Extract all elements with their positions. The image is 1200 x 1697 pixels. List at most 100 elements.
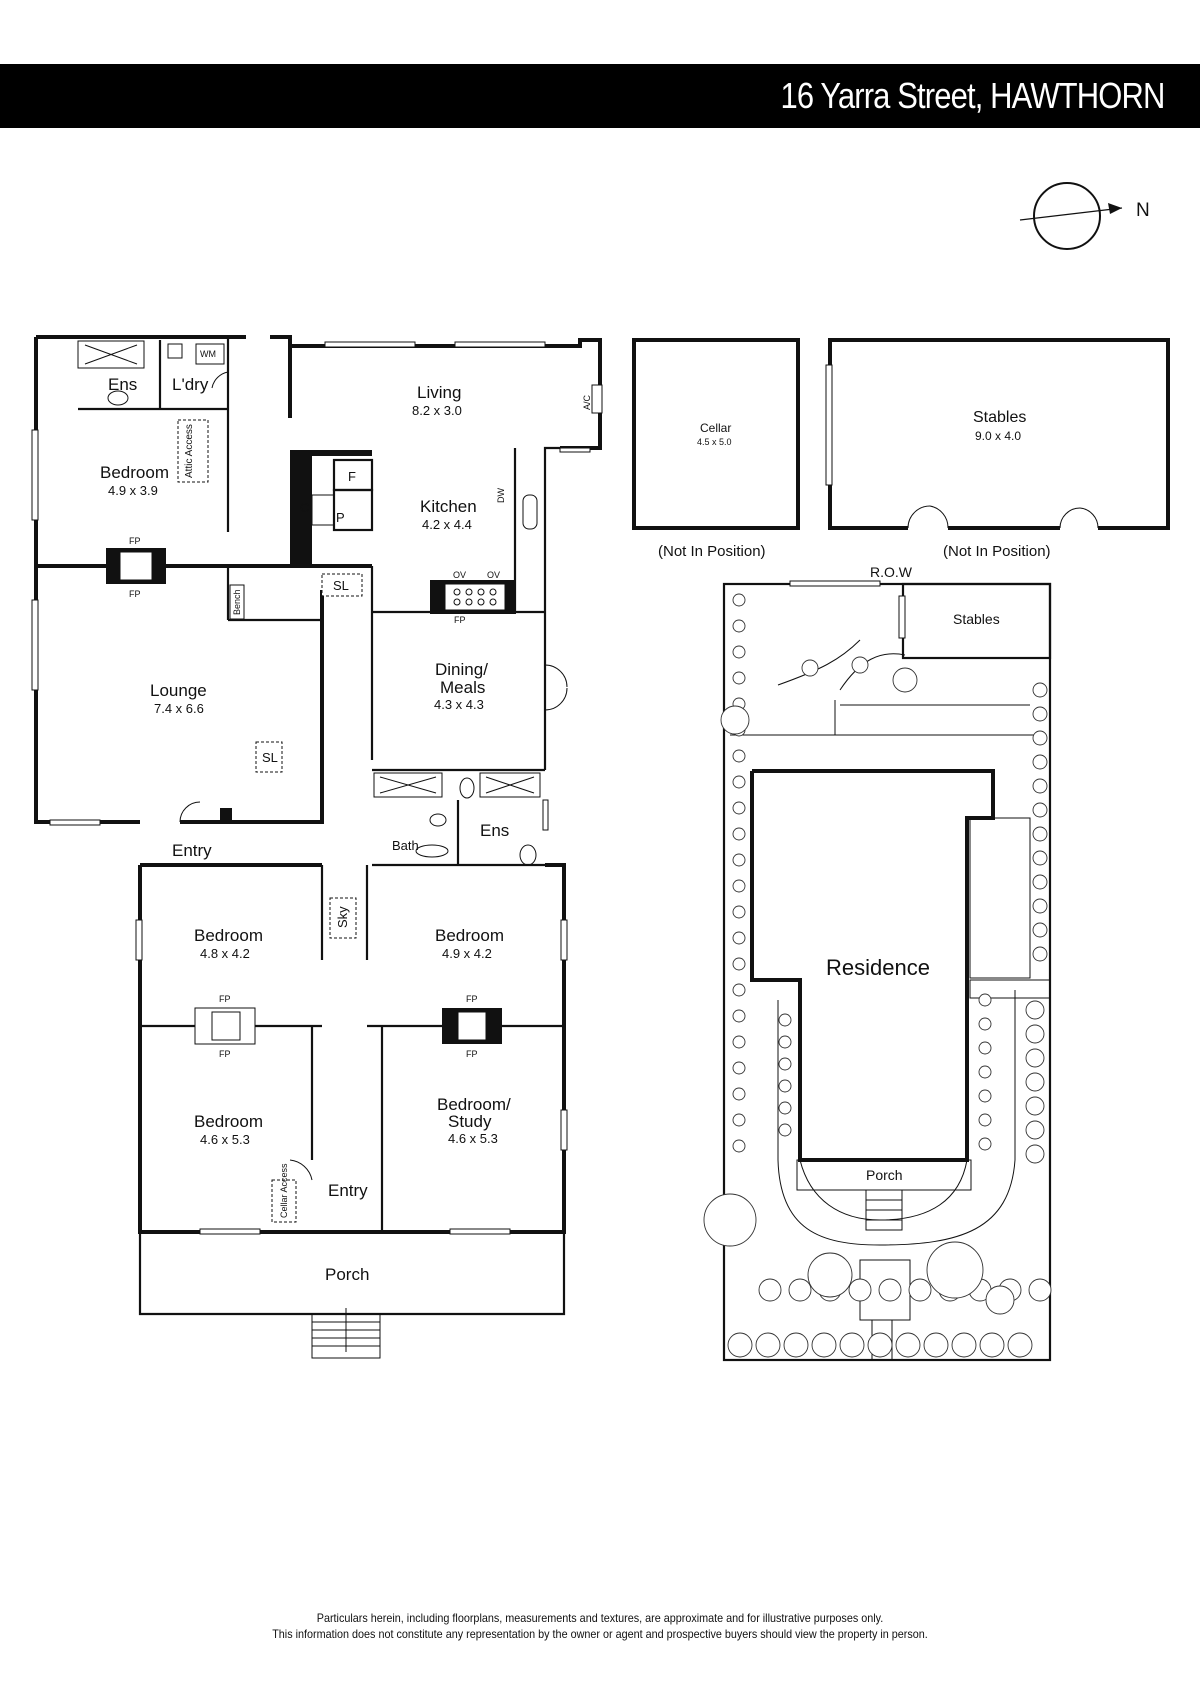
tree-icon xyxy=(732,879,746,893)
tree-icon xyxy=(811,1332,837,1358)
sl2-label: SL xyxy=(262,750,278,765)
tree-icon xyxy=(755,1332,781,1358)
tree-icon xyxy=(979,1332,1005,1358)
tree-icon xyxy=(923,1332,949,1358)
bath-label: Bath xyxy=(392,838,419,853)
tree-icon xyxy=(1025,1024,1045,1044)
tree-icon xyxy=(778,1035,792,1049)
tree-icon xyxy=(926,1241,984,1299)
tree-icon xyxy=(1032,898,1048,914)
tree-icon xyxy=(978,993,992,1007)
stables-name: Stables xyxy=(973,409,1026,426)
study-dim: 4.6 x 5.3 xyxy=(448,1131,498,1146)
kitchen-name: Kitchen xyxy=(420,497,477,516)
tree-icon xyxy=(978,1017,992,1031)
cellar-note: (Not In Position) xyxy=(658,543,766,560)
laundry-label: L'dry xyxy=(172,375,209,394)
tree-icon xyxy=(732,1009,746,1023)
tree-icon xyxy=(895,1332,921,1358)
sl1-label: SL xyxy=(333,578,349,593)
property-address: 16 Yarra Street, HAWTHORN xyxy=(780,75,1165,116)
tree-icon xyxy=(732,671,746,685)
tree-icon xyxy=(951,1332,977,1358)
tree-icon xyxy=(1007,1332,1033,1358)
tree-icon xyxy=(778,1057,792,1071)
dw-label: DW xyxy=(496,488,506,503)
cellar-name: Cellar xyxy=(700,421,731,435)
cellar-dim: 4.5 x 5.0 xyxy=(697,437,732,447)
tree-icon xyxy=(732,1087,746,1101)
f-label: F xyxy=(348,469,356,484)
tree-icon xyxy=(801,659,819,677)
header-banner: 16 Yarra Street, HAWTHORN xyxy=(0,64,1200,128)
outbuildings: Cellar 4.5 x 5.0 (Not In Position) Stabl… xyxy=(632,338,1170,560)
tree-icon xyxy=(1025,1144,1045,1164)
stables-dim: 9.0 x 4.0 xyxy=(975,429,1021,443)
living-name: Living xyxy=(417,383,461,402)
study-line2: Study xyxy=(448,1112,492,1131)
tree-icon xyxy=(732,1139,746,1153)
footer-disclaimer: Particulars herein, including floorplans… xyxy=(0,1610,1200,1642)
bedroom1-dim: 4.9 x 3.9 xyxy=(108,483,158,498)
living-dim: 8.2 x 3.0 xyxy=(412,403,462,418)
fp-bed1-top: FP xyxy=(129,536,141,546)
bedroom1-name: Bedroom xyxy=(100,463,169,482)
tree-icon xyxy=(807,1252,853,1298)
fp-b2-top: FP xyxy=(219,994,231,1004)
lounge-dim: 7.4 x 6.6 xyxy=(154,701,204,716)
tree-icon xyxy=(778,1013,792,1027)
bedroom3-name: Bedroom xyxy=(435,926,504,945)
c-label: C xyxy=(300,500,309,515)
sky-label: Sky xyxy=(335,906,350,928)
tree-icon xyxy=(732,619,746,633)
tree-icon xyxy=(1032,874,1048,890)
tree-icon xyxy=(778,1101,792,1115)
compass: N xyxy=(1019,182,1150,250)
tree-icon xyxy=(778,1079,792,1093)
fp-kitchen-label: FP xyxy=(454,615,466,625)
tree-icon xyxy=(1025,1072,1045,1092)
p-label: P xyxy=(336,510,345,525)
site-porch-label: Porch xyxy=(866,1167,903,1183)
main-floorplan: A/C WM Ens L'dry Attic Access Bedroom 4.… xyxy=(31,335,603,1359)
tree-icon xyxy=(732,1113,746,1127)
tree-icon xyxy=(878,1278,902,1302)
tree-icon xyxy=(758,1278,782,1302)
entry-front-label: Entry xyxy=(328,1181,368,1200)
dining-dim: 4.3 x 4.3 xyxy=(434,697,484,712)
ov2-label: OV xyxy=(487,570,500,580)
tree-icon xyxy=(978,1065,992,1079)
tree-icon xyxy=(1032,850,1048,866)
tree-icon xyxy=(732,801,746,815)
ov1-label: OV xyxy=(453,570,466,580)
study-line1: Bedroom/ xyxy=(437,1095,511,1114)
tree-icon xyxy=(732,749,746,763)
porch-label: Porch xyxy=(325,1265,369,1284)
fp-bed1-bot: FP xyxy=(129,589,141,599)
tree-icon xyxy=(1032,802,1048,818)
tree-icon xyxy=(732,1061,746,1075)
site-stables-label: Stables xyxy=(953,611,1000,627)
entry-side-label: Entry xyxy=(172,841,212,860)
footer-line2: This information does not constitute any… xyxy=(272,1627,928,1641)
tree-icon xyxy=(732,905,746,919)
tree-icon xyxy=(1032,682,1048,698)
tree-icon xyxy=(839,1332,865,1358)
site-trees xyxy=(703,593,1052,1358)
cellar-access-label: Cellar Access xyxy=(279,1163,289,1218)
bedroom4-name: Bedroom xyxy=(194,1112,263,1131)
tree-icon xyxy=(732,593,746,607)
ens-top-label: Ens xyxy=(108,375,137,394)
tree-icon xyxy=(867,1332,893,1358)
kitchen-dim: 4.2 x 4.4 xyxy=(422,517,472,532)
tree-icon xyxy=(1025,1000,1045,1020)
bedroom2-name: Bedroom xyxy=(194,926,263,945)
stables-note: (Not In Position) xyxy=(943,543,1051,560)
footer-line1: Particulars herein, including floorplans… xyxy=(316,1611,884,1625)
tree-icon xyxy=(788,1278,812,1302)
ens-mid-label: Ens xyxy=(480,821,509,840)
tree-icon xyxy=(732,1035,746,1049)
tree-icon xyxy=(703,1193,757,1247)
tree-icon xyxy=(978,1137,992,1151)
